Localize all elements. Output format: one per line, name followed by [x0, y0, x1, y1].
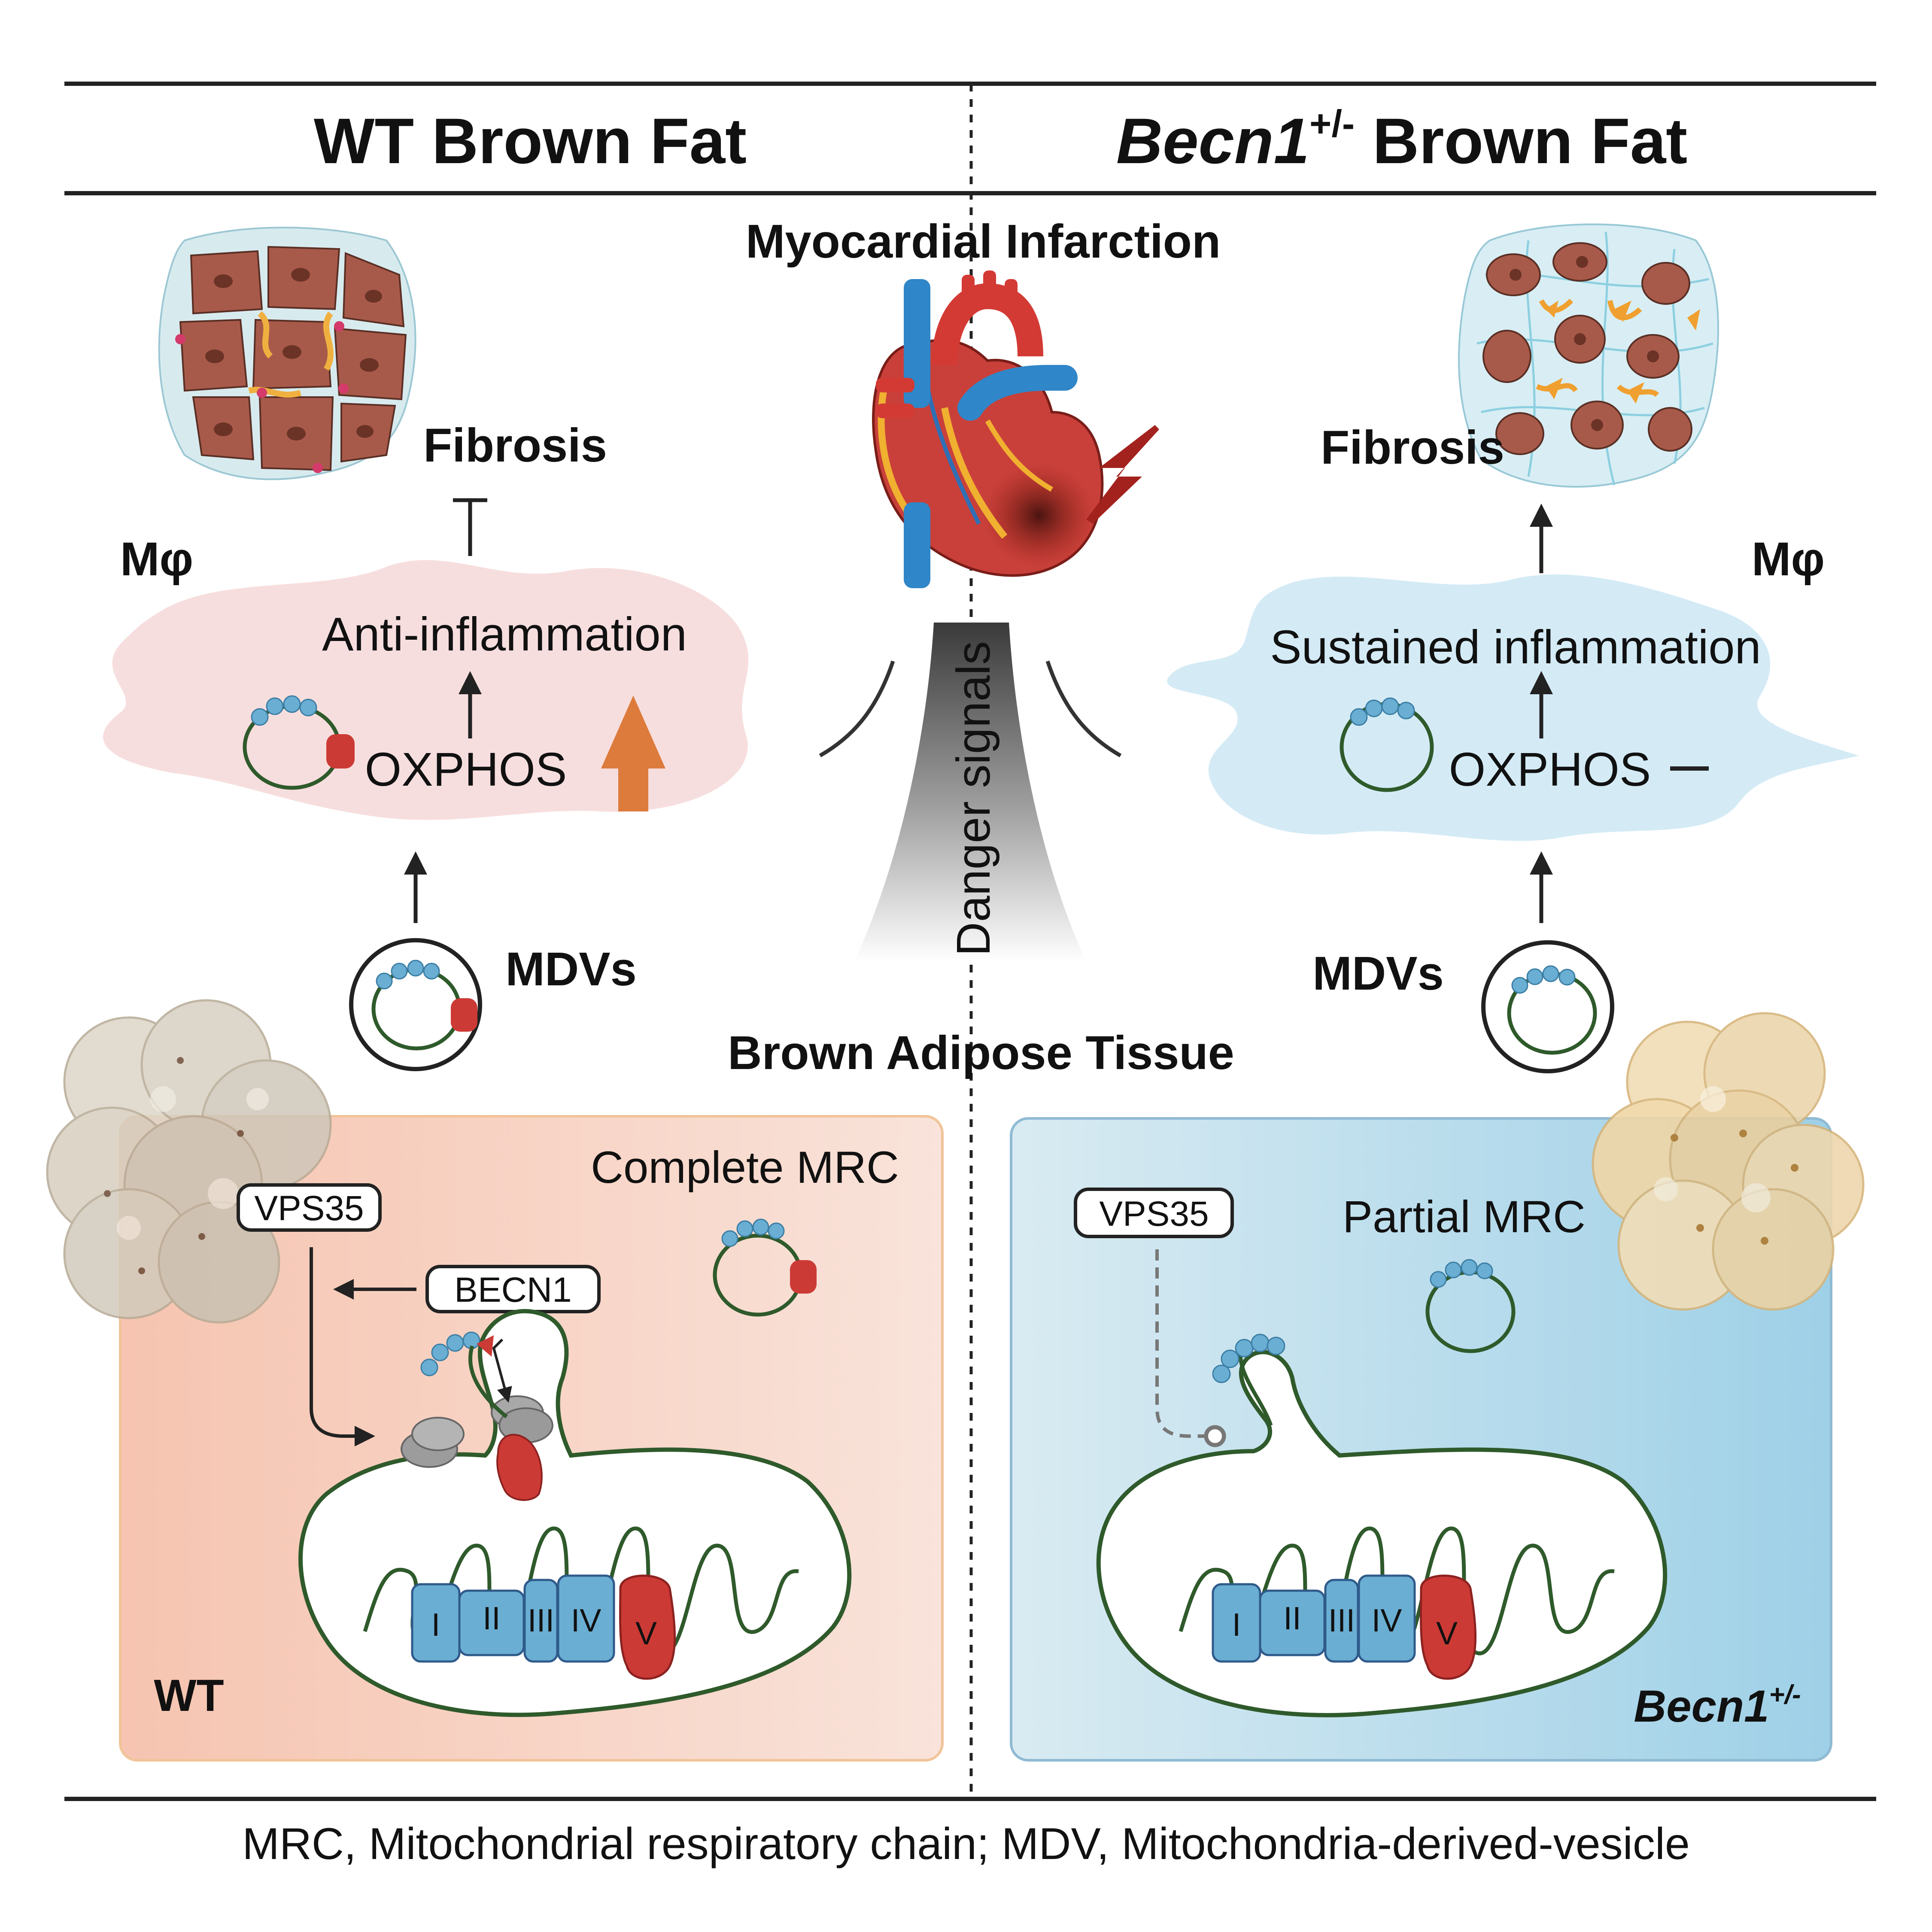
wt-adipocyte-cluster-icon: [46, 999, 332, 1324]
wt-mdv-outer-vesicle-icon: [349, 938, 482, 1071]
ko-mdv-outer-vesicle-icon: [1481, 940, 1614, 1073]
wt-mdvs-label: MDVs: [505, 943, 637, 996]
ko-vps35-failed-recruit-arrow: [1155, 1249, 1226, 1447]
ko-complex-v-label: V: [1436, 1615, 1458, 1651]
ko-panel-title: Becn1+/- Brown Fat: [1116, 102, 1687, 177]
wt-complex-ii-label: II: [483, 1600, 501, 1636]
ko-complex-ii-label: II: [1283, 1600, 1301, 1636]
wt-mitochondrion-icon: [298, 1309, 852, 1717]
ko-vps35-label: VPS35: [1099, 1194, 1209, 1233]
ko-mdvs-label: MDVs: [1312, 947, 1444, 1000]
wt-vps35-box: [237, 1183, 382, 1232]
ko-vps35-box: [1074, 1188, 1234, 1238]
ko-adipocyte-cluster-icon: [1592, 1012, 1865, 1311]
wt-macrophage-cell: [103, 560, 749, 820]
wt-complex-v-label: V: [635, 1615, 657, 1651]
wt-vps35-recruit-arrow: [310, 1247, 375, 1446]
wt-cytoplasm-mdv-icon: [713, 1218, 817, 1317]
wt-panel-title: WT Brown Fat: [314, 105, 747, 177]
danger-signals-funnel: [854, 623, 1086, 962]
wt-becn1-label: BECN1: [454, 1270, 571, 1309]
ko-fibrosis-label: Fibrosis: [1321, 421, 1504, 474]
ko-oxphos-label: OXPHOS: [1449, 743, 1651, 796]
ko-sustained-inflammation-label: Sustained inflammation: [1270, 621, 1761, 674]
wt-fibrosis-label: Fibrosis: [423, 419, 607, 472]
ko-macrophage-cell: [1167, 574, 1859, 841]
wt-macrophage-mdv-icon: [243, 695, 355, 790]
wt-tissue-icon: [158, 227, 416, 480]
ko-complex-i-label: I: [1232, 1607, 1241, 1643]
pain-bolt-icon: [1086, 425, 1159, 524]
wt-complete-mrc-label: Complete MRC: [591, 1142, 899, 1193]
ko-macrophage-mdv-icon: [1340, 697, 1434, 792]
wt-anti-inflammation-label: Anti-inflammation: [322, 608, 687, 661]
wt-genotype-label: WT: [154, 1671, 224, 1721]
footer-legend: MRC, Mitochondrial respiratory chain; MD…: [242, 1819, 1690, 1869]
wt-complex-i-label: I: [431, 1607, 440, 1643]
ko-macrophage-label: Mφ: [1752, 533, 1825, 586]
danger-wave-left: [819, 660, 895, 757]
ko-genotype-label: Becn1+/-: [1634, 1680, 1801, 1732]
wt-vps35-label: VPS35: [254, 1189, 364, 1228]
wt-oxphos-up-arrow: [601, 696, 665, 811]
ko-partial-mrc-label: Partial MRC: [1343, 1192, 1586, 1242]
wt-oxphos-label: OXPHOS: [365, 743, 567, 796]
wt-complex-iii-label: III: [528, 1602, 555, 1638]
danger-wave-right: [1045, 660, 1122, 757]
heart-icon: [872, 270, 1104, 588]
wt-complex-iv-label: IV: [571, 1602, 601, 1638]
ko-tissue-icon: [1458, 223, 1719, 488]
wt-inhibition-bar: [453, 498, 487, 556]
danger-signals-label: Danger signals: [947, 641, 1000, 956]
ko-mitochondrion-icon: [1096, 1334, 1668, 1717]
ko-complex-iii-label: III: [1328, 1602, 1355, 1638]
wt-macrophage-label: Mφ: [120, 533, 193, 586]
ko-complex-iv-label: IV: [1372, 1602, 1402, 1638]
myocardial-infarction-label: Myocardial Infarction: [746, 215, 1221, 268]
ko-cytoplasm-mdv-icon: [1425, 1259, 1516, 1353]
brown-adipose-tissue-label: Brown Adipose Tissue: [728, 1027, 1234, 1079]
